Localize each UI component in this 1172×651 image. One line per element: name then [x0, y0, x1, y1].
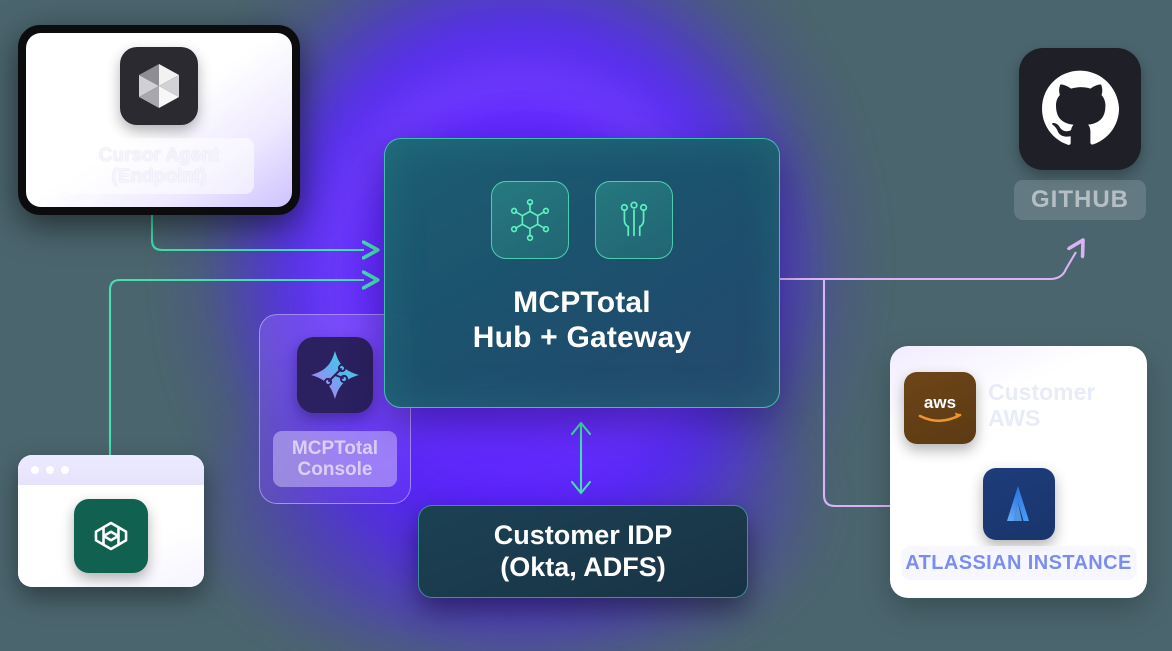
idp-title-line2: (Okta, ADFS) [500, 551, 666, 582]
chatgpt-client-card[interactable] [18, 455, 204, 587]
github-label: GITHUB [1014, 180, 1146, 220]
console-label-line1: MCPTotal [291, 437, 379, 459]
mcptotal-logo-icon [297, 337, 373, 413]
cursor-logo-icon [120, 47, 198, 125]
aws-label-line1: Customer [988, 379, 1096, 406]
window-dot-icon [31, 466, 39, 474]
atlassian-logo-icon [982, 468, 1055, 540]
hub-network-icon [491, 181, 569, 259]
cursor-card-screen: Cursor Agent (Endpoint) [26, 33, 292, 207]
github-target-card[interactable]: GITHUB [1014, 48, 1146, 234]
window-dot-icon [46, 466, 54, 474]
connector-hub-to-idp [570, 421, 592, 495]
mcptotal-hub-gateway-card[interactable]: MCPTotal Hub + Gateway [384, 138, 780, 408]
aws-label: Customer AWS [988, 376, 1128, 436]
hub-title-line2: Hub + Gateway [472, 321, 692, 355]
console-label-line2: Console [297, 459, 373, 480]
hub-title: MCPTotal Hub + Gateway [473, 285, 692, 355]
idp-title: Customer IDP (Okta, ADFS) [494, 520, 673, 584]
svg-text:aws: aws [924, 393, 956, 412]
openai-logo-icon [74, 499, 148, 573]
aws-label-line2: AWS [988, 405, 1041, 431]
circuit-branch-icon [595, 181, 673, 259]
github-logo-icon [1019, 48, 1141, 170]
browser-content-area [18, 485, 204, 587]
atlassian-label: ATLASSIAN INSTANCE [901, 546, 1136, 580]
customer-cloud-card[interactable]: aws Customer AWS [890, 346, 1147, 598]
connector-hub-to-github [780, 252, 1076, 281]
browser-title-bar [18, 455, 204, 485]
window-dot-icon [61, 466, 69, 474]
idp-title-line1: Customer IDP [493, 519, 673, 550]
hub-icon-group [491, 181, 673, 259]
mcptotal-console-label: MCPTotal Console [273, 431, 397, 487]
cursor-agent-label-line1: Cursor Agent [98, 144, 220, 166]
cursor-agent-label: Cursor Agent (Endpoint) [64, 138, 254, 194]
customer-idp-card[interactable]: Customer IDP (Okta, ADFS) [418, 505, 748, 598]
aws-logo-icon: aws [904, 372, 976, 444]
hub-title-line1: MCPTotal [513, 286, 651, 319]
cursor-agent-label-line2: (Endpoint) [111, 166, 207, 187]
cursor-agent-card[interactable]: Cursor Agent (Endpoint) [18, 25, 300, 215]
